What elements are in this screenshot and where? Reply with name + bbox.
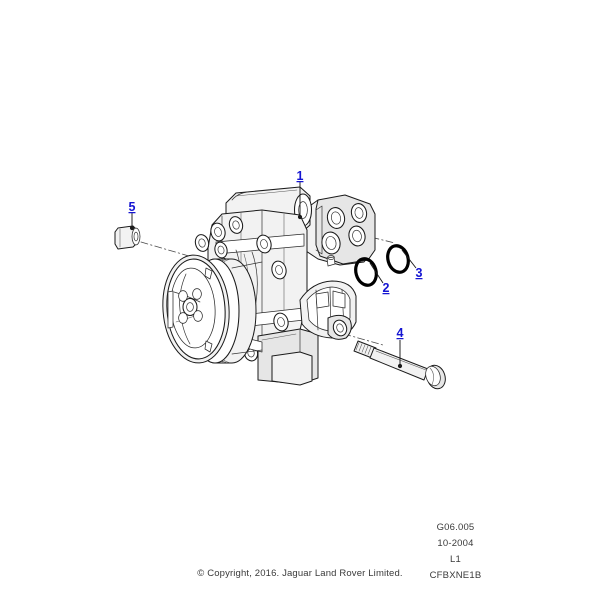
callout-label-4: 4 — [397, 326, 404, 340]
part-mounting-bolt — [353, 340, 446, 390]
callout-label-3: 3 — [416, 266, 423, 280]
callout-label-1: 1 — [297, 169, 304, 183]
callout-label-5: 5 — [129, 200, 136, 214]
drawing-number: G06.005 — [436, 522, 475, 533]
part-plug-bolt — [114, 225, 141, 250]
pulley-clutch-assembly — [162, 254, 257, 364]
mounting-foot — [257, 328, 319, 386]
manifold-port-head — [315, 194, 376, 265]
drawing-meta-block: G06.005 10-2004 L1 CFBXNE1B — [398, 520, 513, 584]
part-o-ring-lower — [354, 257, 378, 287]
part-compressor-body — [162, 186, 376, 386]
callout-labels: 1 2 3 4 5 — [129, 169, 423, 340]
part-o-ring-upper — [386, 244, 410, 274]
callout-leaders — [129, 182, 417, 369]
drawing-reference: CFBXNE1B — [429, 570, 482, 581]
copyright-notice: © Copyright, 2016. Jaguar Land Rover Lim… — [197, 568, 403, 579]
drawing-date: 10-2004 — [437, 538, 474, 549]
drawing-model: L1 — [450, 554, 461, 565]
mounting-bosses — [194, 216, 289, 362]
harness-connector-bracket — [299, 280, 357, 340]
callout-label-2: 2 — [383, 281, 390, 295]
